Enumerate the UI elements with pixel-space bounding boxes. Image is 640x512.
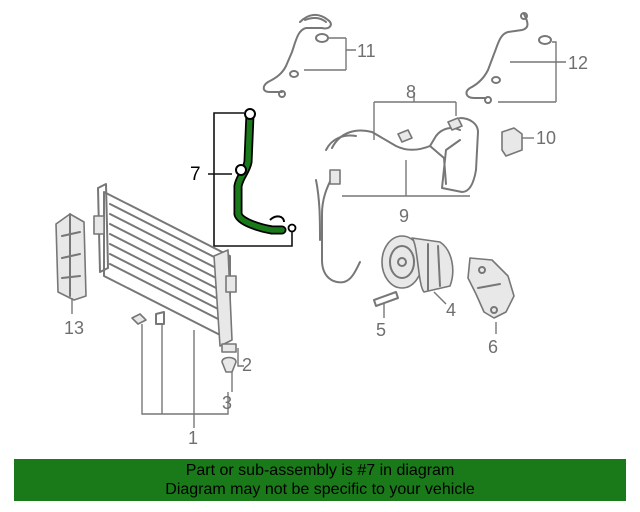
part-5-bolt[interactable]: [373, 291, 399, 307]
label-9: 9: [399, 206, 409, 226]
label-8: 8: [406, 82, 416, 102]
part-2-cap[interactable]: [221, 343, 237, 353]
label-12: 12: [568, 53, 588, 73]
label-5: 5: [376, 320, 386, 340]
part-10-valve[interactable]: [501, 127, 523, 157]
part-8-pipe[interactable]: [315, 117, 479, 284]
label-3: 3: [222, 393, 232, 413]
label-4: 4: [446, 300, 456, 320]
part-4-compressor[interactable]: [381, 235, 454, 293]
info-banner: Part or sub-assembly is #7 in diagram Di…: [14, 459, 626, 501]
part-3-grommet[interactable]: [221, 356, 237, 373]
label-10: 10: [536, 128, 556, 148]
part-11-hose[interactable]: [262, 14, 332, 98]
part-6-bracket[interactable]: [467, 257, 515, 319]
part-13-bracket[interactable]: [55, 213, 87, 301]
label-1: 1: [188, 428, 198, 448]
label-13: 13: [64, 318, 84, 338]
banner-line-1: Part or sub-assembly is #7 in diagram: [185, 462, 455, 479]
part-clip-left[interactable]: [155, 311, 165, 325]
part-bolt-left[interactable]: [131, 313, 147, 325]
part-12-hose[interactable]: [465, 12, 552, 104]
banner-line-2: Diagram may not be specific to your vehi…: [165, 481, 475, 498]
part-1-condenser[interactable]: [93, 183, 237, 347]
label-2: 2: [242, 355, 252, 375]
parts-diagram: 11 12 8 9 10 7: [55, 12, 588, 448]
label-7: 7: [190, 164, 201, 185]
label-11: 11: [357, 41, 376, 61]
label-6: 6: [488, 337, 498, 357]
part-7-hose[interactable]: [233, 108, 297, 235]
